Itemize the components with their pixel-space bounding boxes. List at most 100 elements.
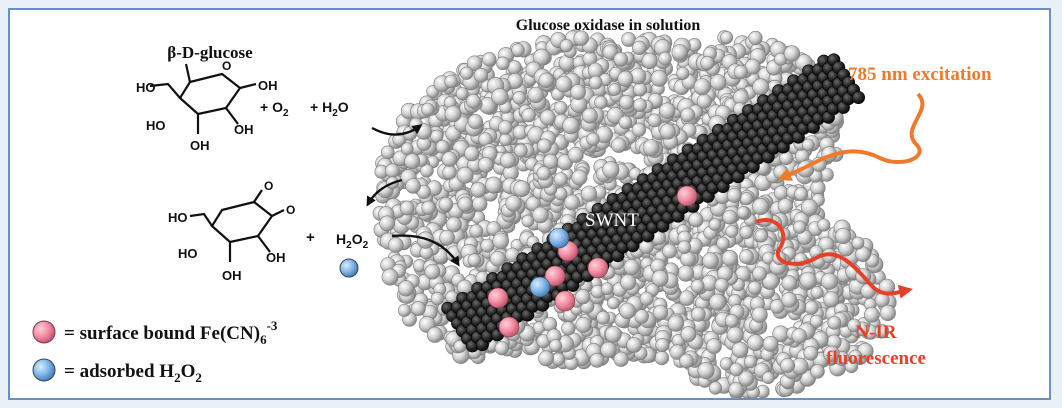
protein-atom [594, 95, 608, 110]
protein-atom [397, 303, 411, 317]
protein-atom [809, 314, 824, 328]
protein-atom [611, 137, 627, 153]
protein-atom [505, 195, 522, 212]
protein-atom [801, 198, 818, 216]
protein-atom [491, 88, 509, 106]
protein-atom [709, 74, 727, 91]
protein-atom [632, 40, 647, 55]
protein-atom [620, 274, 637, 291]
protein-atom [678, 290, 695, 306]
figure-title: Glucose oxidase in solution [516, 17, 701, 34]
protein-atom [482, 52, 497, 67]
protein-atom [847, 318, 861, 333]
protein-atom [761, 371, 775, 385]
protein-atom [754, 229, 768, 243]
protein-atom [658, 51, 672, 66]
protein-atom [381, 268, 399, 286]
protein-atom [470, 181, 487, 198]
protein-atom [421, 102, 435, 117]
protein-atom [480, 238, 495, 253]
protein-atom [708, 381, 723, 395]
protein-atom [405, 178, 421, 194]
protein-atom [696, 93, 712, 109]
peroxide-bead [548, 227, 570, 249]
protein-atom [652, 304, 669, 321]
protein-atom [688, 212, 704, 228]
lactone-oh-2: OH [222, 268, 242, 283]
protein-atom [810, 286, 824, 300]
protein-atom [399, 200, 415, 216]
reactant-o2: + O2 [260, 99, 289, 119]
protein-atom [671, 44, 688, 61]
protein-atom [810, 364, 825, 379]
reaction-arrow-out [366, 178, 403, 207]
protein-atom [728, 382, 744, 398]
protein-atom [716, 236, 730, 251]
protein-atom [426, 326, 443, 343]
protein-atom [553, 101, 568, 115]
excitation-wave [777, 92, 925, 181]
legend-ferricyanide-label: = surface bound Fe(CN)6-3 [64, 318, 278, 347]
protein-atom [794, 187, 808, 201]
protein-atom [467, 253, 481, 267]
nanotube-atom [851, 91, 865, 105]
protein-atom [726, 326, 744, 344]
protein-atom [492, 232, 510, 250]
protein-atom [533, 48, 551, 66]
protein-atom [781, 291, 798, 308]
protein-atom [676, 66, 690, 80]
protein-atom [424, 263, 441, 280]
protein-atom [639, 291, 654, 306]
protein-atom [714, 278, 729, 293]
protein-atom [779, 357, 795, 373]
legend: = surface bound Fe(CN)6-3 = adsorbed H2O… [32, 318, 278, 385]
protein-atom [604, 325, 622, 343]
ferricyanide-bead [587, 257, 609, 279]
protein-atom [762, 335, 779, 352]
legend-peroxide-label: = adsorbed H2O2 [64, 361, 202, 385]
protein-atom [835, 227, 852, 244]
glucose-label: β-D-glucose [167, 43, 253, 62]
ferricyanide-bead [487, 287, 509, 309]
protein-atom [690, 306, 706, 322]
protein-atom [667, 315, 684, 332]
protein-atom [747, 280, 762, 295]
protein-atom [602, 161, 620, 179]
protein-atom [731, 341, 749, 359]
protein-atom [820, 272, 838, 290]
protein-atom [608, 83, 621, 96]
protein-atom [555, 75, 573, 93]
protein-atom [654, 350, 670, 366]
protein-atom [439, 229, 455, 246]
protein-atom [469, 224, 484, 238]
protein-atom [464, 145, 480, 162]
glucose-oh-2: OH [234, 122, 254, 137]
protein-atom [677, 240, 692, 254]
protein-atom [573, 30, 589, 46]
protein-atom [743, 355, 757, 369]
protein-atom [623, 259, 640, 276]
protein-atom [438, 197, 454, 212]
protein-atom [879, 304, 896, 322]
protein-atom [511, 43, 525, 57]
protein-atom [752, 78, 770, 96]
lactone-oh-1: OH [266, 250, 286, 265]
protein-atom [532, 206, 549, 224]
protein-atom [752, 266, 767, 281]
protein-atom [538, 72, 554, 89]
protein-atom [651, 269, 669, 287]
protein-atom [582, 107, 598, 124]
protein-atom [499, 133, 512, 147]
protein-atom [420, 163, 434, 178]
protein-atom [613, 51, 629, 67]
protein-atom [513, 143, 528, 158]
protein-atom [513, 180, 531, 198]
protein-atom [460, 66, 474, 80]
reactant-h2o: + H2O [310, 99, 349, 119]
protein-atom [634, 309, 649, 324]
protein-atom [575, 316, 592, 333]
glucose-ho-2: HO [146, 118, 166, 133]
protein-atom [441, 151, 458, 167]
protein-atom [521, 214, 535, 228]
